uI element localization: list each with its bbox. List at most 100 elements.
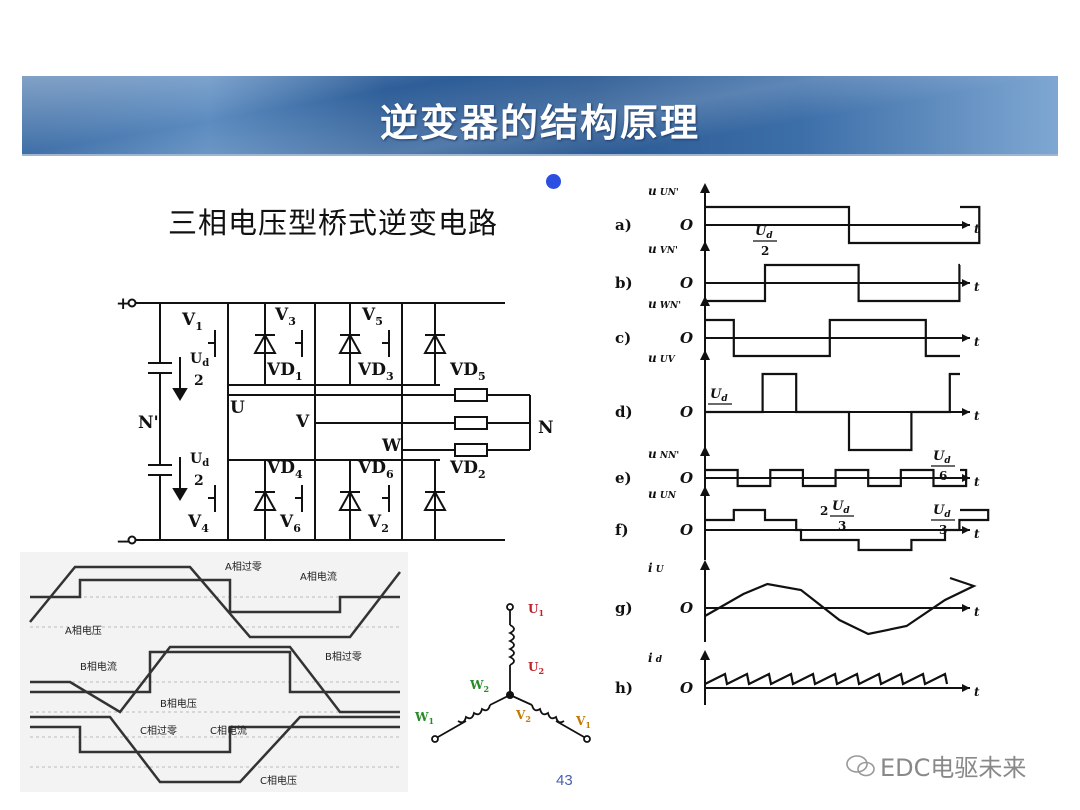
row-ylabel-2: u WN' [648,297,681,311]
phase-label-a-current: A相电流 [300,570,337,583]
wave-d [705,372,960,452]
n-prime-label: N' [138,413,159,433]
switch-v5: V5 [361,305,383,328]
wave-f [705,508,990,552]
minus-terminal: − [116,532,130,550]
t-label-4: t [974,475,980,489]
row-tag-7: h) [615,679,633,697]
phase-label-b-zero: B相过零 [325,650,362,663]
phase-label-a-zero: A相过零 [225,560,262,573]
row-ylabel-0: u UN' [648,184,679,198]
page-number: 43 [556,772,573,789]
inverter-circuit: + − N' N U V W Ud 2 Ud 2 V1 V3 V5 V4 V6 … [116,294,554,550]
star-w1: W1 [414,710,434,726]
u-label: U [230,398,245,418]
row-ylabel-6: i U [648,561,665,575]
t-label-0: t [974,222,980,236]
star-u2: U2 [528,660,544,676]
t-label-5: t [974,527,980,541]
ud-bottom-label: Ud [190,451,209,469]
t-label-7: t [974,685,980,699]
annot-ud2: Ud [755,224,773,241]
annot-2ud3: Ud [832,499,850,516]
star-w2: W2 [469,678,489,694]
ud-top-den: 2 [194,373,204,389]
title-banner: 逆变器的结构原理 [22,76,1058,156]
origin-2: O [680,329,693,347]
wave-b [705,263,961,303]
annot-ud6-den: 6 [939,469,947,483]
t-label-2: t [974,335,980,349]
ud-bottom-den: 2 [194,473,204,489]
watermark: EDC电驱未来 [846,748,1026,784]
annot-2ud3-den: 3 [838,519,846,533]
phase-label-c-zero: C相过零 [140,724,177,737]
w-label: W [381,436,402,456]
annot-two-thirds: 2 [820,504,828,518]
wave-g [704,576,977,636]
row-tag-3: d) [615,403,633,421]
switch-v6: V6 [279,512,301,535]
annot-ud6: Ud [933,449,951,466]
origin-3: O [680,403,693,421]
t-label-6: t [974,605,980,619]
annot-ud3: Ud [933,503,951,520]
switch-v2: V2 [367,512,389,535]
diode-vd5: VD5 [449,360,486,383]
origin-4: O [680,469,693,487]
phase-label-b-voltage: B相电压 [160,697,197,710]
diode-vd4: VD4 [266,458,303,481]
origin-6: O [680,599,693,617]
v-label: V [295,412,310,432]
wave-e [705,468,968,488]
star-connection-diagram: U1 U2 W2 W1 V2 V1 [414,602,591,743]
waveform-diagram: a) Ou UN' t b) Ou VN' t c) Ou WN' t d) Ou UV t e) Ou … [615,183,990,705]
row-tag-5: f) [615,521,629,539]
row-ylabel-3: u UV [648,351,676,365]
ud-top-label: Ud [190,351,209,369]
origin-5: O [680,521,693,539]
phase-label-c-current: C相电流 [210,724,247,737]
annot-ud3-den: 3 [939,523,947,537]
switch-v1: V1 [181,310,203,333]
row-tag-6: g) [615,599,633,617]
watermark-text: EDC电驱未来 [880,754,1027,782]
row-ylabel-7: i d [648,651,663,665]
wave-h [704,672,949,686]
row-ylabel-4: u NN' [648,447,679,461]
phase-label-b-current: B相电流 [80,660,117,673]
row-tag-4: e) [615,469,632,487]
switch-v4: V4 [187,512,209,535]
origin-7: O [680,679,693,697]
phase-crossing-chart: A相过零 A相电流 A相电压 B相电流 B相过零 B相电压 C相过零 C相电流 … [20,552,408,792]
slide-title: 逆变器的结构原理 [379,101,700,145]
row-ylabel-5: u UN [648,487,677,501]
star-v2: V2 [515,708,531,724]
row-tag-2: c) [615,329,631,347]
wave-c [705,318,960,358]
bullet-dot [546,174,561,189]
star-v1: V1 [575,714,591,730]
annot-ud2-den: 2 [761,244,769,258]
circuit-title: 三相电压型桥式逆变电路 [168,206,499,240]
annot-ud: Ud [710,387,728,404]
diode-vd6: VD6 [357,458,394,481]
phase-label-a-voltage: A相电压 [65,624,102,637]
t-label-1: t [974,280,980,294]
phase-label-c-voltage: C相电压 [260,774,297,787]
row-tag-0: a) [615,216,632,234]
origin-0: O [680,216,693,234]
origin-1: O [680,274,693,292]
plus-terminal: + [116,294,130,314]
wave-a [705,205,981,245]
row-tag-1: b) [615,274,633,292]
n-label: N [538,418,554,438]
diode-vd1: VD1 [266,360,303,383]
row-ylabel-1: u VN' [648,242,678,256]
switch-v3: V3 [274,305,296,328]
star-u1: U1 [528,602,544,618]
wechat-icon [846,754,876,784]
diode-vd2: VD2 [449,458,486,481]
diode-vd3: VD3 [357,360,394,383]
t-label-3: t [974,409,980,423]
